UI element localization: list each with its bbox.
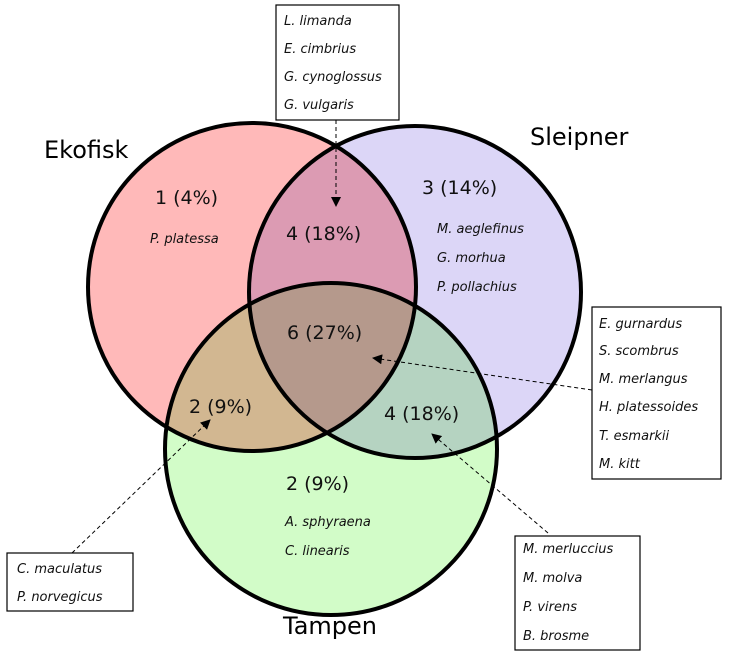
ekofisk-sleipner-count: 4 (18%): [286, 223, 361, 245]
species: P. platessa: [150, 232, 219, 247]
species: S. scombrus: [599, 344, 679, 359]
all-species-box: [591, 306, 722, 480]
ekofisk-only-count: 1 (4%): [155, 187, 218, 209]
species: L. limanda: [284, 14, 352, 29]
callout-arrow: [372, 354, 593, 391]
species: T. esmarkii: [599, 429, 670, 444]
species: M. merluccius: [523, 542, 613, 557]
species: G. vulgaris: [284, 98, 354, 113]
species: E. cimbrius: [284, 42, 356, 57]
species: C. maculatus: [17, 562, 102, 577]
species: M. molva: [523, 571, 582, 586]
ekofisk-tampen-count: 2 (9%): [189, 396, 252, 418]
sleipner-label: Sleipner: [530, 123, 629, 151]
species: B. brosme: [523, 629, 589, 644]
species: G. cynoglossus: [284, 70, 382, 85]
ekofisk-sleipner-species-box: [275, 4, 400, 121]
species: G. morhua: [437, 251, 506, 266]
ekofisk-label: Ekofisk: [44, 136, 129, 164]
species: A. sphyraena: [284, 515, 371, 530]
sleipner-tampen-count: 4 (18%): [384, 403, 459, 425]
species: P. pollachius: [437, 280, 517, 295]
tampen-circle: [165, 283, 497, 615]
species: P. norvegicus: [17, 590, 103, 605]
tampen-only-count: 2 (9%): [286, 473, 349, 495]
all-count: 6 (27%): [287, 322, 362, 344]
sleipner-only-count: 3 (14%): [422, 177, 497, 199]
species: M. aeglefinus: [437, 222, 524, 237]
species: H. platessoides: [599, 400, 698, 415]
species: M. merlangus: [599, 372, 688, 387]
ekofisk-tampen-species-box: [6, 552, 134, 612]
tampen-label: Tampen: [282, 612, 377, 640]
sleipner-tampen-species-box: [514, 535, 641, 651]
species: P. virens: [523, 600, 577, 615]
callout-arrow: [431, 433, 549, 534]
species: E. gurnardus: [599, 317, 682, 332]
species: M. kitt: [599, 457, 641, 472]
callout-arrow: [71, 419, 211, 554]
species: C. linearis: [285, 544, 350, 559]
